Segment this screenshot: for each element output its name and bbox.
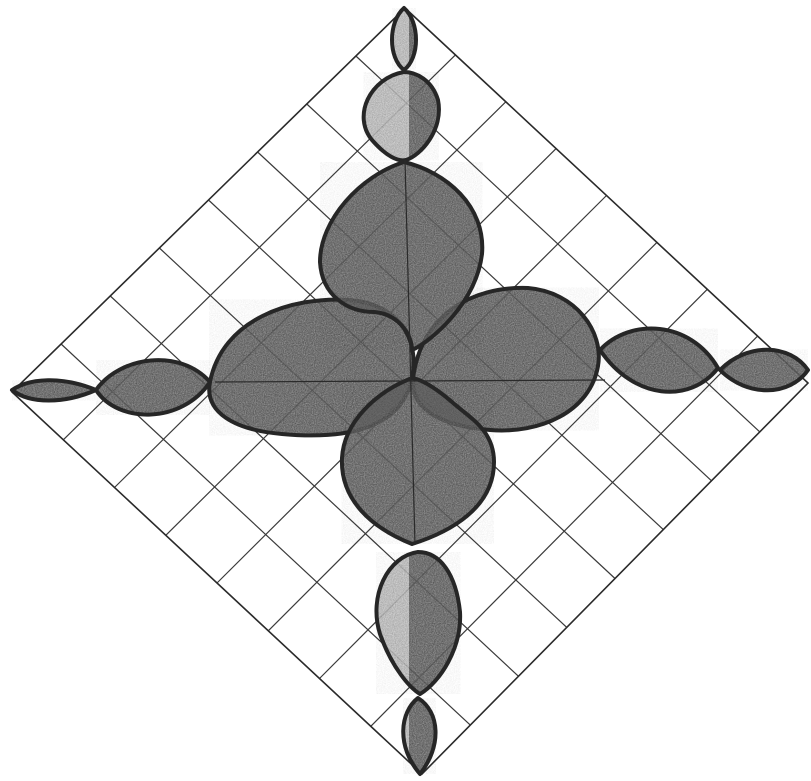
petal-group: [12, 8, 808, 774]
